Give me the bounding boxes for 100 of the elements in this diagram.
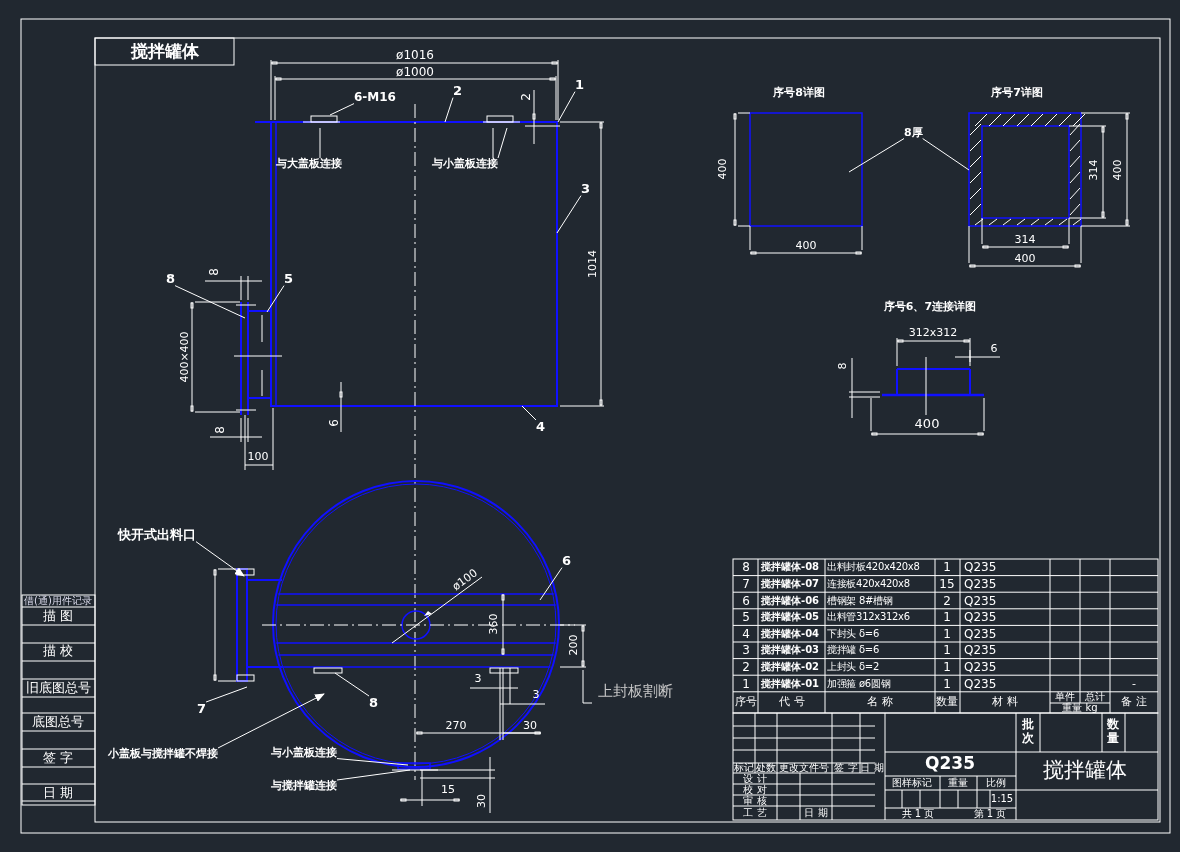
callout-number: 1 [575, 78, 585, 92]
part-name: 上封头 δ=2 [827, 661, 879, 673]
drawing-name: 搅拌罐体 [1043, 759, 1127, 781]
leader-line [336, 758, 409, 766]
dimension-label: 360 [488, 613, 500, 635]
leader-line [539, 567, 563, 601]
dimension-label: 6 [990, 343, 998, 355]
quantity: 1 [943, 561, 951, 574]
dimension-label: 312x312 [908, 327, 958, 339]
dimension-label: 30 [476, 794, 488, 808]
part-code: 搅拌罐体-01 [761, 678, 820, 689]
dimension-label: 1014 [587, 250, 599, 278]
leader-line [922, 138, 970, 171]
leader-line [217, 693, 325, 749]
quantity: 1 [943, 644, 951, 657]
dimension-label: ø1016 [396, 48, 434, 62]
quantity: 15 [939, 577, 955, 591]
part-number: 1 [742, 677, 750, 690]
dimension-label: 3 [474, 673, 482, 685]
quantity: 1 [943, 660, 951, 674]
field-label: 签 字 [42, 751, 74, 765]
column-header: 名 称 [867, 696, 893, 708]
field-label: 比例 [986, 777, 1006, 789]
part-name: 搅拌罐 δ=6 [827, 645, 879, 656]
tank-plan-drawing [236, 480, 560, 771]
leader-line [492, 127, 494, 159]
part-name: 槽钢架 8#槽钢 [827, 595, 893, 606]
dimension-label: 400 [914, 417, 940, 431]
leader-line [444, 97, 454, 123]
field-label: 审 核 [743, 795, 767, 807]
view-title: 序号6、7连接详图 [883, 301, 977, 313]
field-label: 签 字 [834, 762, 858, 774]
field-label: 数量 [1107, 718, 1119, 746]
leader-line [334, 672, 370, 697]
leader-line [556, 195, 582, 234]
leader-line [319, 127, 321, 159]
part-code: 搅拌罐体-04 [761, 628, 820, 639]
material: Q235 [964, 677, 997, 690]
field-label: 描 校 [42, 644, 74, 658]
field-label: 工 艺 [743, 807, 767, 819]
dimension-label: 400 [1112, 159, 1124, 181]
part-code: 搅拌罐体-06 [761, 595, 820, 606]
dimension-label: 100 [247, 451, 269, 463]
part-code: 搅拌罐体-03 [761, 645, 820, 656]
quantity: 1 [943, 677, 951, 690]
part-number: 7 [742, 577, 750, 591]
dimension-label: 30 [523, 720, 537, 732]
part-code: 搅拌罐体-07 [761, 578, 820, 590]
field-label: 校 对 [743, 784, 767, 796]
field-label: 重量 [948, 777, 968, 789]
scale-value: 1:15 [990, 793, 1014, 805]
part-number: 3 [742, 644, 750, 657]
dimension-label: 200 [568, 634, 580, 656]
view-title: 序号7详图 [991, 87, 1043, 99]
quantity: 1 [943, 627, 951, 640]
callout-number: 7 [197, 702, 207, 716]
leader-line [266, 285, 285, 313]
dimension-label: 314 [1088, 159, 1100, 181]
material: Q235 [964, 561, 997, 574]
sheet-number: 第 1 页 [973, 808, 1007, 820]
material: Q235 [964, 644, 997, 657]
part-number: 6 [742, 594, 750, 607]
dimension-label: 400 [795, 240, 817, 252]
field-label: 日 期 [860, 762, 884, 774]
part-code: 搅拌罐体-02 [761, 661, 820, 673]
field-label: 标记 [734, 762, 754, 774]
material: Q235 [964, 610, 997, 624]
material: Q235 [964, 660, 997, 674]
field-label: 图样标记 [892, 777, 932, 789]
flange-detail-drawing [968, 112, 1086, 227]
leader-line [521, 405, 537, 421]
field-label: 设 计 [743, 773, 767, 784]
quantity: 1 [943, 610, 951, 624]
leader-line [497, 127, 508, 159]
dimension-label: 400 [717, 158, 729, 180]
annotation-text: 与搅拌罐连接 [271, 780, 337, 792]
field-label: 日 期 [42, 786, 74, 800]
part-name: 连接板420x420x8 [827, 578, 910, 590]
callout-number: 8 [166, 272, 176, 286]
leader-line [336, 769, 411, 781]
material: Q235 [964, 594, 997, 607]
drawing-title: 搅拌罐体 [131, 43, 199, 61]
material: Q235 [964, 577, 997, 591]
leader-line [205, 686, 248, 703]
callout-number: 6 [562, 554, 572, 568]
column-header: 数量 [936, 696, 958, 708]
column-header: 材 料 [992, 696, 1018, 708]
leader-line [195, 541, 245, 577]
dimension-label: 15 [441, 784, 455, 796]
leader-line [848, 138, 905, 173]
part-name: 出料封板420x420x8 [827, 562, 920, 573]
column-header: 代 号 [779, 696, 805, 708]
part-code: 搅拌罐体-05 [761, 611, 820, 623]
field-label: 旧底图总号 [25, 681, 91, 695]
quantity: 2 [943, 594, 951, 607]
callout-number: 5 [284, 272, 294, 286]
part-number: 2 [742, 660, 750, 674]
dimension-label: 400 [1014, 253, 1036, 265]
callout-number: 4 [536, 420, 546, 434]
dimension-label: 2 [519, 93, 533, 101]
